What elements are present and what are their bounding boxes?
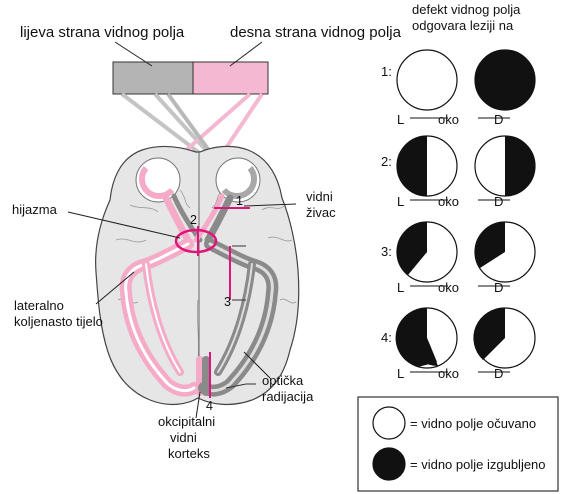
defect-2-left-eye-lost — [397, 136, 427, 196]
defect-row-3-left: L — [397, 280, 404, 295]
leader-lines — [67, 203, 297, 419]
defect-row-1: 1: L oko D — [381, 49, 536, 127]
left-eye — [135, 157, 181, 203]
defect-row-3-eye: oko — [438, 280, 459, 295]
defect-row-2-number: 2: — [381, 154, 392, 169]
defect-3-right-eye-lost — [475, 222, 505, 268]
defect-header-line1: defekt vidnog polja — [412, 2, 521, 17]
defect-1-right-eye — [474, 49, 536, 111]
lesion-number-2: 2 — [190, 213, 197, 227]
defect-row-4-left: L — [397, 366, 404, 381]
defect-1-left-eye — [396, 49, 458, 111]
legend-lost-label: = vidno polje izgubljeno — [410, 457, 546, 472]
left-field-label: lijeva strana vidnog polja — [20, 24, 185, 41]
label-lateralno: lateralno — [14, 298, 64, 313]
lesion-number-4: 4 — [206, 399, 213, 413]
defect-row-2-right: D — [494, 194, 503, 209]
label-vidni: vidni — [306, 189, 333, 204]
label-hijazma: hijazma — [12, 202, 58, 217]
defect-row-4: 4: L oko D — [381, 307, 536, 381]
brain-sulci — [115, 189, 297, 361]
left-visual-field-box — [112, 61, 194, 95]
bracket-3 — [232, 245, 246, 301]
right-field-label: desna strana vidnog polja — [230, 24, 402, 41]
defect-row-2: 2: L oko D — [381, 135, 536, 209]
defect-row-3: 3: L oko D — [381, 221, 536, 295]
defect-row-2-eye: oko — [438, 194, 459, 209]
defect-4-right-eye-lost — [473, 307, 505, 360]
label-okcipitalni: okcipitalni — [158, 414, 215, 429]
chiasm-ellipse — [174, 228, 218, 254]
defect-row-1-right: D — [494, 112, 503, 127]
label-radijacija: radijacija — [262, 389, 314, 404]
defect-row-4-right: D — [494, 366, 503, 381]
label-zivac: živac — [306, 205, 336, 220]
defect-row-1-eye: oko — [438, 112, 459, 127]
defect-header-line2: odgovara leziji na — [412, 18, 514, 33]
defect-3-left-eye-lost-wedge — [397, 222, 427, 275]
defect-row-4-eye: oko — [438, 366, 459, 381]
label-vidni-cortex: vidni — [170, 430, 197, 445]
label-koljenasto: koljenasto tijelo — [14, 314, 103, 329]
legend-lost-icon — [372, 447, 406, 481]
defect-row-1-left: L — [397, 112, 404, 127]
defect-4-left-eye-lost-fill — [407, 308, 438, 367]
label-korteks: korteks — [168, 446, 210, 461]
label-opticka: optička — [262, 373, 304, 388]
right-pathway — [198, 238, 279, 397]
defect-row-2-left: L — [397, 194, 404, 209]
defect-row-3-right: D — [494, 280, 503, 295]
brain-outline — [95, 145, 300, 406]
legend-preserved-icon — [372, 406, 406, 440]
right-field-pointer — [229, 41, 263, 67]
lesion-number-3: 3 — [224, 295, 231, 309]
right-visual-field-box — [192, 61, 269, 95]
defect-row-3-number: 3: — [381, 244, 392, 259]
bracket-radiation — [225, 383, 256, 389]
legend-preserved-label: = vidno polje očuvano — [410, 416, 536, 431]
defect-row-4-number: 4: — [381, 330, 392, 345]
left-field-pointer — [114, 41, 153, 67]
light-rays — [120, 92, 264, 184]
lesion-number-1: 1 — [236, 194, 243, 208]
defect-2-right-eye-lost — [505, 136, 535, 196]
defect-row-1-number: 1: — [381, 64, 392, 79]
right-eye — [215, 157, 261, 203]
